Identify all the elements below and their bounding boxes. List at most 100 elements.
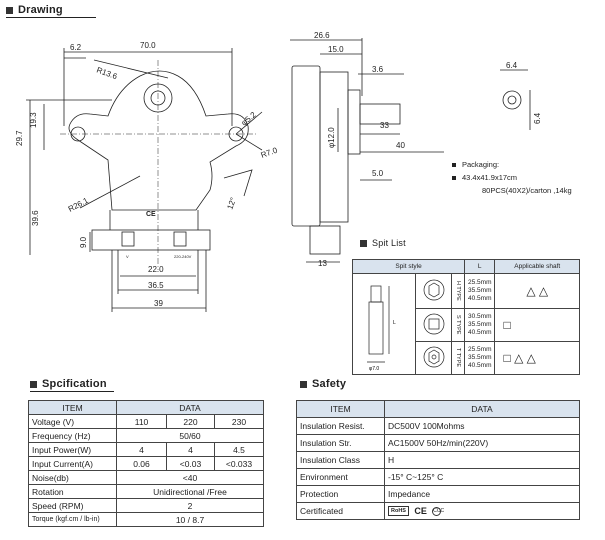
table-row: Input Power(W) 4 4 4.5 xyxy=(28,442,264,457)
dim-3-6: 3.6 xyxy=(372,65,384,74)
motor-body-outline xyxy=(68,70,249,211)
square-bullet-icon xyxy=(300,380,307,388)
heading-underline xyxy=(6,17,96,18)
table-row: Frequency (Hz) 50/60 xyxy=(28,428,264,443)
shaft-illustration-cell: L φ7.0 xyxy=(352,273,416,375)
dim-phi-12-0: φ12.0 xyxy=(327,127,336,148)
table-row: Noise(db) <40 xyxy=(28,470,264,485)
safety-data-header: DATA xyxy=(384,400,580,418)
s-type-icon-cell xyxy=(414,308,453,342)
bullet-icon xyxy=(452,163,456,168)
s-type-profile-icon xyxy=(423,313,444,335)
dim-12-deg: 12° xyxy=(225,196,238,210)
t-type-shafts: □ △ △ xyxy=(494,341,580,375)
dim-19-3: 19.3 xyxy=(29,112,38,128)
dim-36-5: 36.5 xyxy=(148,281,164,290)
spit-list-table: Spit style L Applicable shaft L φ7.0 H T… xyxy=(352,259,580,375)
terminal-base xyxy=(91,229,211,251)
dim-26-6: 26.6 xyxy=(314,31,330,40)
ccc-mark: CCC xyxy=(432,506,445,516)
h-type-profile-icon xyxy=(423,279,444,301)
spit-style-header: Spit style xyxy=(352,259,465,274)
dim-6-4-side: 6.4 xyxy=(533,112,542,124)
bullet-icon xyxy=(452,176,456,181)
dim-r13-6: R13.6 xyxy=(95,65,119,81)
safety-table: ITEM DATA Insulation Resist. DC500V 100M… xyxy=(296,400,580,520)
dim-39-6: 39.6 xyxy=(31,210,40,226)
table-row: T TYPE 25.5mm 35.5mm 40.5mm □ △ △ xyxy=(353,341,580,375)
triangle-shaft-icon: △ △ xyxy=(526,284,549,299)
l-header: L xyxy=(463,259,496,274)
shaft-l-label: L xyxy=(393,320,396,326)
dim-70-0: 70.0 xyxy=(140,41,156,50)
h-type-icon-cell xyxy=(414,272,453,310)
terminal-v-label: V xyxy=(126,254,129,259)
motor-side-drawing xyxy=(290,38,444,263)
s-type-shafts: □ xyxy=(494,308,580,342)
table-row: Protection Impedance xyxy=(296,485,580,503)
safety-heading: Safety xyxy=(300,378,346,390)
t-type-profile-icon xyxy=(423,346,444,368)
table-row: S TYPE 30.5mm 35.5mm 40.5mm □ xyxy=(353,308,580,342)
square-triangle-shaft-icon: □ △ △ xyxy=(503,351,536,365)
ce-mark: CE xyxy=(146,211,156,218)
heading-underline xyxy=(30,391,114,392)
dim-6-2: 6.2 xyxy=(70,43,82,52)
table-row: Insulation Str. AC1500V 50Hz/min(220V) xyxy=(296,434,580,452)
table-row: Environment -15° C~125° C xyxy=(296,468,580,486)
t-type-icon-cell xyxy=(414,341,453,375)
packaging-title: Packaging: xyxy=(462,160,500,169)
spit-shaft-drawing: L φ7.0 xyxy=(367,285,396,372)
h-type-shafts: △ △ xyxy=(494,272,580,310)
safety-item-header: ITEM xyxy=(296,400,385,418)
s-type-label: S TYPE xyxy=(451,308,465,342)
terminal-voltage-label: 220-240V xyxy=(174,254,192,259)
packaging-info: Packaging: 43.4x41.9x17cm 80PCS(40X2)/ca… xyxy=(452,158,572,197)
shaft-dia-label: φ7.0 xyxy=(369,366,379,372)
dim-13: 13 xyxy=(318,259,327,268)
dim-15-0: 15.0 xyxy=(328,45,344,54)
dim-40: 40 xyxy=(396,141,405,150)
dim-39: 39 xyxy=(154,299,163,308)
cert-marks: RoHS CE CCC xyxy=(384,502,580,520)
dim-r7-0: R7.0 xyxy=(260,145,279,159)
packaging-dimensions: 43.4x41.9x17cm xyxy=(462,173,518,182)
h-type-label: H TYPE xyxy=(451,272,465,310)
table-row: Rotation Unidirectional /Free xyxy=(28,484,264,499)
spit-list-heading: Spit List xyxy=(360,238,406,248)
dim-r26-1: R26.1 xyxy=(67,196,91,214)
t-type-lengths: 25.5mm 35.5mm 40.5mm xyxy=(463,341,496,375)
drawing-heading: Drawing xyxy=(6,4,96,18)
square-shaft-icon: □ xyxy=(503,318,511,333)
table-row: Voltage (V) 110 220 230 xyxy=(28,414,264,429)
table-row: Insulation Resist. DC500V 100Mohms xyxy=(296,417,580,435)
shaft-end-view xyxy=(500,69,531,130)
h-type-lengths: 25.5mm 35.5mm 40.5mm xyxy=(463,272,496,310)
specification-table: ITEM DATA Voltage (V) 110 220 230 Freque… xyxy=(28,400,264,527)
dim-33: 33 xyxy=(380,121,389,130)
specification-heading: Spcification xyxy=(30,378,114,392)
dim-29-7: 29.7 xyxy=(15,130,24,146)
square-bullet-icon xyxy=(30,380,37,388)
spec-data-header: DATA xyxy=(116,400,264,415)
table-row: Speed (RPM) 2 xyxy=(28,498,264,513)
rohs-mark: RoHS xyxy=(388,506,409,517)
s-type-lengths: 30.5mm 35.5mm 40.5mm xyxy=(463,308,496,342)
table-row: Insulation Class H xyxy=(296,451,580,469)
table-row: Input Current(A) 0.06 <0.03 <0.033 xyxy=(28,456,264,471)
ce-cert-mark: CE xyxy=(414,505,427,516)
dim-phi-5-2: φ5.2 xyxy=(240,110,259,128)
applicable-shaft-header: Applicable shaft xyxy=(494,259,580,274)
table-row: Certificated RoHS CE CCC xyxy=(296,502,580,520)
square-bullet-icon xyxy=(360,239,367,247)
table-row: Torque (kgf.cm / lb-in) 10 / 8.7 xyxy=(28,512,264,527)
spec-item-header: ITEM xyxy=(28,400,117,415)
packaging-quantity: 80PCS(40X2)/carton ,14kg xyxy=(482,186,572,195)
t-type-label: T TYPE xyxy=(451,341,465,375)
dim-9-0: 9.0 xyxy=(79,236,88,248)
dim-6-4-top: 6.4 xyxy=(506,61,518,70)
square-bullet-icon xyxy=(6,6,13,14)
dim-22-0: 22.0 xyxy=(148,265,164,274)
table-row: L φ7.0 H TYPE 25.5mm 35.5mm 40.5mm △ △ xyxy=(352,272,580,375)
